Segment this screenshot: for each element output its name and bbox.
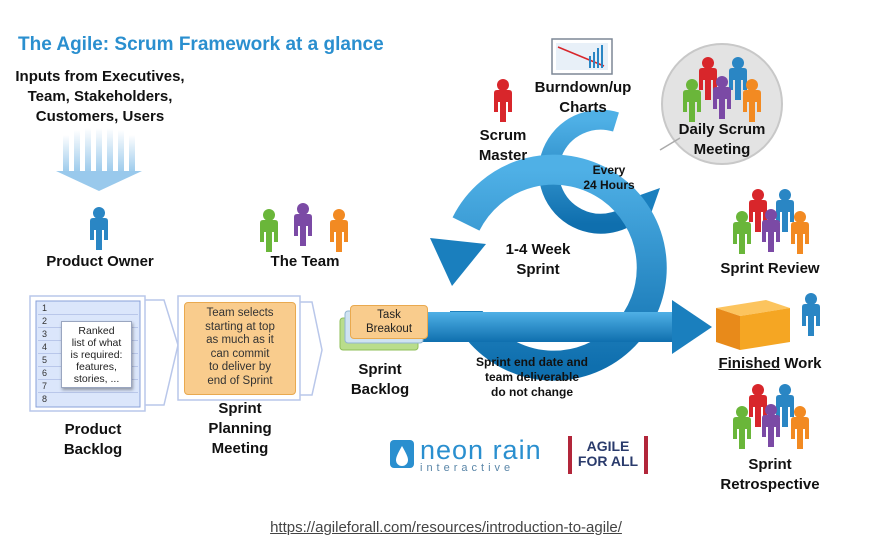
product-backlog-label: Product Backlog xyxy=(48,420,138,460)
sprint-review-people-icon xyxy=(733,189,809,254)
burndown-chart-icon xyxy=(551,38,613,75)
sprint-cycle-line: 1-4 Week xyxy=(505,241,571,258)
ranked-line: Ranked xyxy=(78,325,115,337)
sprint-planning-line: Sprint xyxy=(218,400,262,417)
task-breakout-card: Task Breakout xyxy=(350,305,428,339)
daily-scrum-line: Meeting xyxy=(693,141,751,158)
interactive-logo-text: interactive xyxy=(420,462,515,474)
task-breakout-line: Task xyxy=(377,309,401,321)
agile-for-all-logo: AGILE FOR ALL xyxy=(568,436,648,474)
ranked-list-note: Ranked list of what is required: feature… xyxy=(61,321,132,388)
team-people-icon xyxy=(260,203,348,252)
agile-logo-line: FOR ALL xyxy=(577,453,639,469)
finished-work-label: Finished Work xyxy=(700,354,840,374)
sprint-review-label: Sprint Review xyxy=(720,260,820,277)
agile-logo-line: AGILE xyxy=(586,438,630,454)
team-selects-line: end of Sprint xyxy=(207,374,273,387)
backlog-row: 7 xyxy=(38,380,138,393)
sprint-planning-label: Sprint Planning Meeting xyxy=(190,399,290,459)
main-flow-arrow-icon xyxy=(408,300,712,354)
sprint-retro-line: Retrospective xyxy=(720,476,820,493)
burndown-label: Burndown/up Charts xyxy=(528,78,638,118)
daily-scrum-line: Daily Scrum xyxy=(678,121,766,138)
ranked-line: stories, ... xyxy=(73,373,120,385)
scrum-master-label: Scrum Master xyxy=(463,126,543,166)
source-url-link[interactable]: https://agileforall.com/resources/introd… xyxy=(270,519,622,536)
scrum-master-person-icon xyxy=(494,79,512,122)
every-24-line: Every xyxy=(592,163,626,177)
sprint-cycle-label: 1-4 Week Sprint xyxy=(488,240,588,280)
scrum-master-line: Scrum xyxy=(479,127,527,144)
sprint-backlog-line: Sprint xyxy=(358,361,402,378)
page-title: The Agile: Scrum Framework at a glance xyxy=(18,34,384,55)
finished-work-box-icon xyxy=(716,293,820,350)
sprint-backlog-line: Backlog xyxy=(350,381,410,398)
backlog-row: 1 xyxy=(38,302,138,315)
ranked-line: list of what xyxy=(71,337,122,349)
finished-rest: Work xyxy=(780,355,822,372)
daily-scrum-label: Daily Scrum Meeting xyxy=(667,120,777,160)
sprint-planning-line: Meeting xyxy=(211,440,269,457)
inputs-line: Customers, Users xyxy=(35,108,165,125)
team-selects-line: to deliver by xyxy=(208,361,271,373)
product-owner-person-icon xyxy=(90,207,108,250)
ranked-line: is required: xyxy=(70,349,123,361)
finished-underlined: Finished xyxy=(718,355,781,372)
team-selects-line: starting at top xyxy=(205,320,275,333)
sprint-backlog-label: Sprint Backlog xyxy=(335,360,425,400)
daily-scrum-icon xyxy=(661,43,783,165)
every-24-hours-label: Every 24 Hours xyxy=(576,163,642,193)
neon-rain-logo-text: neon rain xyxy=(420,435,542,465)
inputs-label: Inputs from Executives, Team, Stakeholde… xyxy=(5,67,195,127)
burndown-line: Charts xyxy=(559,99,607,116)
ranked-line: features, xyxy=(76,361,117,373)
neon-rain-logo-icon xyxy=(390,440,414,468)
inputs-arrow-icon xyxy=(56,128,142,191)
sprint-end-line: team deliverable xyxy=(484,370,580,384)
inputs-line: Team, Stakeholders, xyxy=(27,88,173,105)
burndown-line: Burndown/up xyxy=(534,79,632,96)
sprint-retro-label: Sprint Retrospective xyxy=(700,455,840,495)
product-backlog-line: Product xyxy=(64,421,122,438)
team-selects-line: Team selects xyxy=(206,307,274,319)
sprint-end-note: Sprint end date and team deliverable do … xyxy=(452,355,612,400)
product-backlog-line: Backlog xyxy=(63,441,123,458)
team-selects-card: Team selects starting at top as much as … xyxy=(184,302,296,395)
sprint-planning-line: Planning xyxy=(208,420,272,437)
backlog-row: 8 xyxy=(42,394,48,404)
sprint-loop-arrow-icon xyxy=(430,154,667,381)
task-breakout-line: Breakout xyxy=(365,323,413,335)
every-24-line: 24 Hours xyxy=(583,178,635,192)
sprint-cycle-line: Sprint xyxy=(516,261,560,278)
team-label: The Team xyxy=(270,253,340,270)
sprint-retro-people-icon xyxy=(733,384,809,449)
team-selects-line: can commit xyxy=(210,347,270,360)
team-selects-line: as much as it xyxy=(206,334,274,346)
sprint-end-line: do not change xyxy=(491,385,573,399)
inputs-line: Inputs from Executives, xyxy=(15,68,185,85)
scrum-master-line: Master xyxy=(478,147,528,164)
product-owner-label: Product Owner xyxy=(46,253,154,270)
sprint-retro-line: Sprint xyxy=(748,456,792,473)
sprint-end-line: Sprint end date and xyxy=(475,355,588,369)
